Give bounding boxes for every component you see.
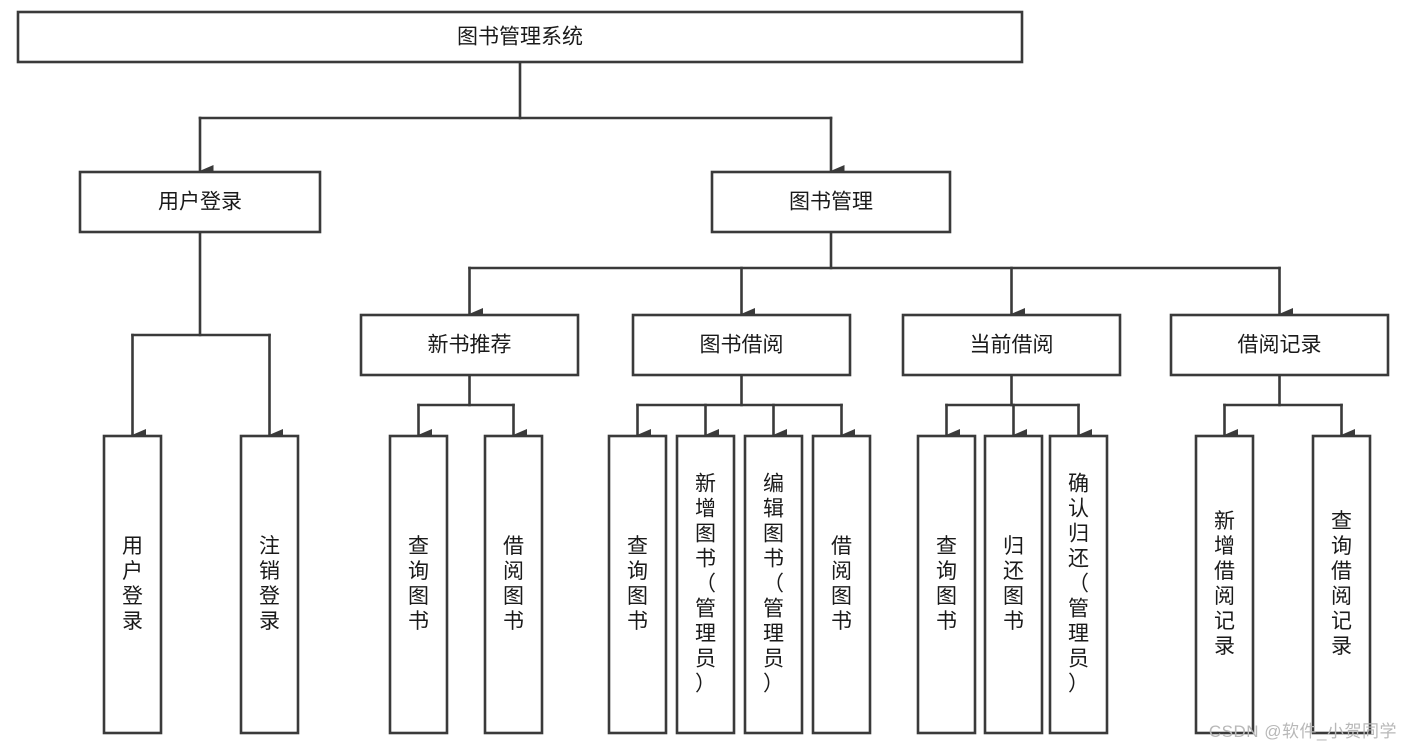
connectors-layer (131, 60, 1355, 441)
node-label-book-borrow: 图书借阅 (700, 334, 784, 357)
node-box-leaf-query-book-2 (607, 434, 668, 735)
node-new-book-recommend[interactable]: 新书推荐 (359, 313, 580, 377)
node-label-leaf-borrow-book-2: 借阅图书 (831, 535, 852, 633)
node-borrow-record[interactable]: 借阅记录 (1169, 313, 1390, 377)
node-leaf-confirm-return[interactable]: 确认归还（管理员） (1048, 434, 1109, 735)
node-box-leaf-add-record (1194, 434, 1255, 735)
nodes-layer: 图书管理系统用户登录图书管理新书推荐图书借阅当前借阅借阅记录用户登录注销登录查询… (16, 10, 1390, 735)
node-book-borrow[interactable]: 图书借阅 (631, 313, 852, 377)
node-box-leaf-borrow-book-1 (483, 434, 544, 735)
node-box-leaf-query-record (1311, 434, 1372, 735)
node-leaf-user-login[interactable]: 用户登录 (102, 434, 163, 735)
node-label-borrow-record: 借阅记录 (1238, 334, 1322, 357)
node-box-current-borrow (901, 313, 1122, 377)
node-label-leaf-query-book-2: 查询图书 (627, 535, 648, 633)
node-leaf-query-record[interactable]: 查询借阅记录 (1311, 434, 1372, 735)
node-book-management[interactable]: 图书管理 (710, 170, 952, 234)
node-box-leaf-return-book (983, 434, 1044, 735)
node-box-borrow-record (1169, 313, 1390, 377)
node-box-root (16, 10, 1024, 64)
node-current-borrow[interactable]: 当前借阅 (901, 313, 1122, 377)
node-box-leaf-query-book-1 (388, 434, 449, 735)
node-label-leaf-return-book: 归还图书 (1003, 535, 1024, 633)
node-leaf-user-logout[interactable]: 注销登录 (239, 434, 300, 735)
node-label-new-book-recommend: 新书推荐 (428, 334, 512, 357)
node-label-book-management: 图书管理 (789, 191, 873, 214)
node-label-leaf-query-book-1: 查询图书 (408, 535, 429, 633)
node-label-leaf-borrow-book-1: 借阅图书 (503, 535, 524, 633)
node-label-leaf-edit-book: 编辑图书（管理员） (763, 473, 784, 696)
node-leaf-add-record[interactable]: 新增借阅记录 (1194, 434, 1255, 735)
node-box-leaf-user-login (102, 434, 163, 735)
node-leaf-query-book-3[interactable]: 查询图书 (916, 434, 977, 735)
node-label-root: 图书管理系统 (457, 26, 583, 49)
node-box-user-login (78, 170, 322, 234)
node-leaf-add-book[interactable]: 新增图书（管理员） (675, 434, 736, 735)
node-leaf-query-book-1[interactable]: 查询图书 (388, 434, 449, 735)
node-label-leaf-add-record: 新增借阅记录 (1214, 510, 1235, 658)
node-box-leaf-user-logout (239, 434, 300, 735)
node-box-leaf-query-book-3 (916, 434, 977, 735)
node-label-leaf-add-book: 新增图书（管理员） (695, 473, 716, 696)
node-root[interactable]: 图书管理系统 (16, 10, 1024, 64)
node-box-new-book-recommend (359, 313, 580, 377)
node-box-leaf-add-book (675, 434, 736, 735)
node-label-current-borrow: 当前借阅 (970, 334, 1054, 357)
node-leaf-borrow-book-1[interactable]: 借阅图书 (483, 434, 544, 735)
node-box-leaf-borrow-book-2 (811, 434, 872, 735)
node-label-leaf-confirm-return: 确认归还（管理员） (1068, 473, 1089, 696)
node-leaf-edit-book[interactable]: 编辑图书（管理员） (743, 434, 804, 735)
node-label-leaf-user-logout: 注销登录 (259, 535, 280, 633)
node-label-leaf-query-book-3: 查询图书 (936, 535, 957, 633)
node-label-user-login: 用户登录 (158, 191, 242, 214)
node-leaf-borrow-book-2[interactable]: 借阅图书 (811, 434, 872, 735)
node-box-leaf-confirm-return (1048, 434, 1109, 735)
node-leaf-return-book[interactable]: 归还图书 (983, 434, 1044, 735)
node-user-login[interactable]: 用户登录 (78, 170, 322, 234)
node-leaf-query-book-2[interactable]: 查询图书 (607, 434, 668, 735)
node-box-book-borrow (631, 313, 852, 377)
node-box-book-management (710, 170, 952, 234)
node-box-leaf-edit-book (743, 434, 804, 735)
csdn-watermark: CSDN @软件_小贺同学 (1208, 722, 1397, 741)
node-label-leaf-user-login: 用户登录 (122, 535, 143, 633)
node-label-leaf-query-record: 查询借阅记录 (1331, 510, 1352, 658)
